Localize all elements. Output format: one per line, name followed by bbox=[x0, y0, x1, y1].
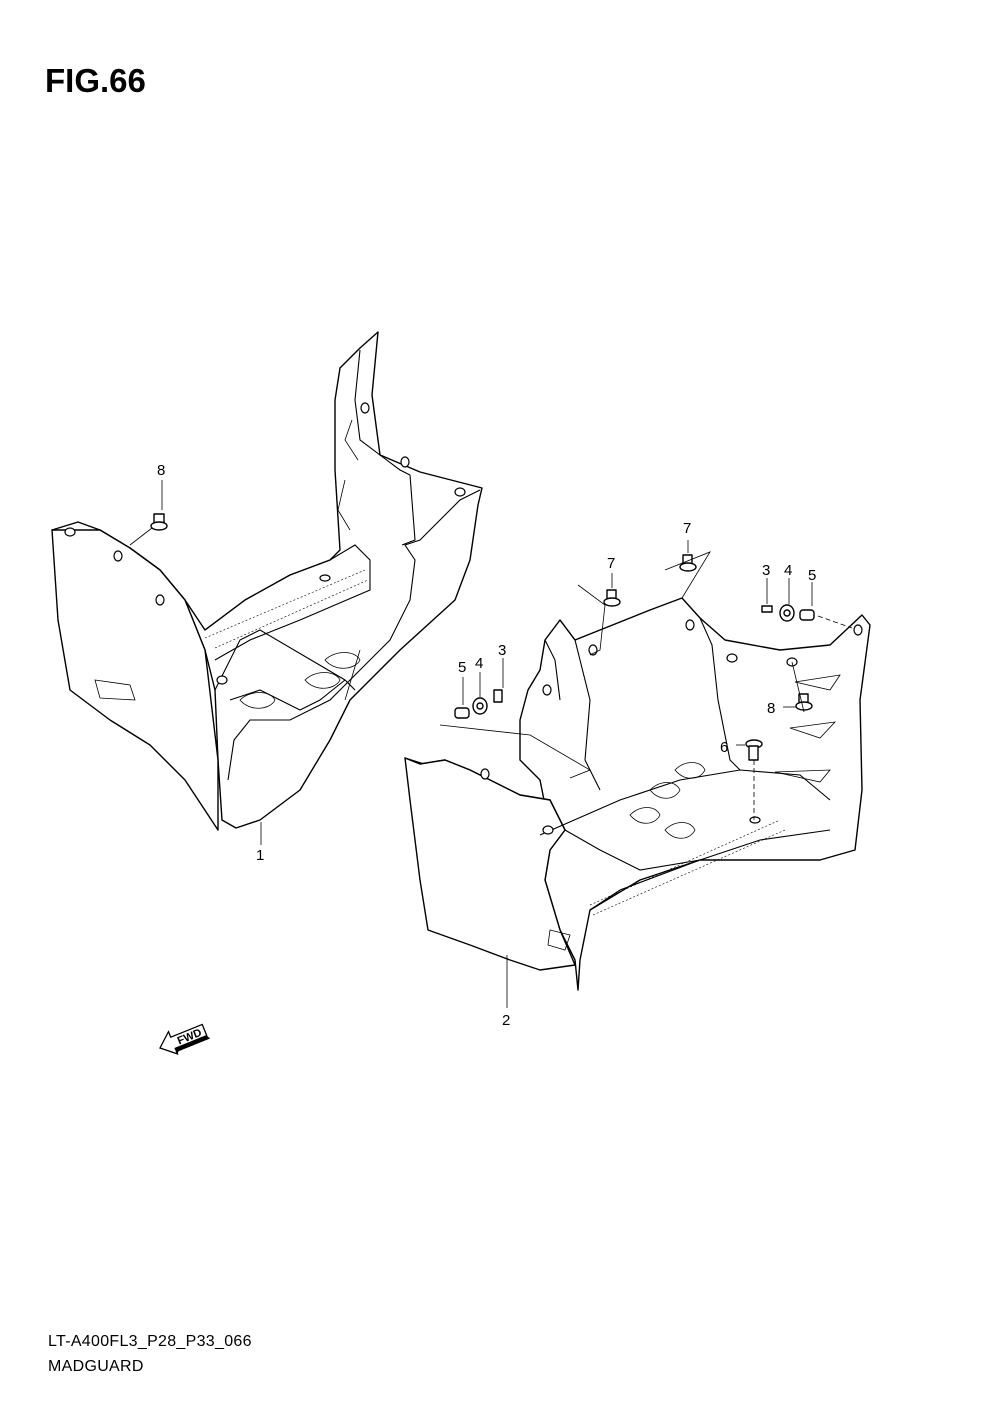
callout-3-upper: 3 bbox=[762, 562, 770, 579]
callout-3-lower: 3 bbox=[498, 642, 506, 659]
callout-4-lower: 4 bbox=[475, 655, 483, 672]
diagram-code: LT-A400FL3_P28_P33_066 bbox=[48, 1333, 252, 1350]
callout-4-upper: 4 bbox=[784, 562, 792, 579]
fastener-8-right bbox=[783, 661, 813, 713]
callout-7-lower: 7 bbox=[607, 555, 615, 572]
diagram-subtitle: MADGUARD bbox=[48, 1358, 144, 1375]
fastener-7-lower bbox=[577, 573, 621, 656]
callout-8-left: 8 bbox=[157, 462, 165, 479]
madguard-left-side-panel bbox=[51, 529, 219, 831]
figure-title: FIG.66 bbox=[45, 62, 146, 99]
callout-2: 2 bbox=[502, 1012, 510, 1029]
callout-5-lower: 5 bbox=[458, 659, 466, 676]
callout-7-upper: 7 bbox=[683, 520, 691, 537]
callout-5-upper: 5 bbox=[808, 567, 816, 584]
callout-8-right: 8 bbox=[767, 700, 775, 717]
fastener-group-3-4-5-lower bbox=[439, 658, 591, 779]
fastener-7-upper bbox=[664, 540, 711, 599]
callout-6: 6 bbox=[720, 739, 728, 756]
madguard-right-part bbox=[404, 597, 871, 991]
callout-1: 1 bbox=[256, 847, 264, 864]
madguard-left-part bbox=[51, 331, 483, 831]
fastener-8-left bbox=[129, 480, 168, 546]
fastener-group-3-4-5-upper bbox=[761, 578, 853, 629]
fwd-arrow-icon: FWD bbox=[159, 1023, 211, 1055]
madguard-right-front-panel bbox=[404, 757, 576, 971]
fastener-6 bbox=[736, 739, 763, 820]
